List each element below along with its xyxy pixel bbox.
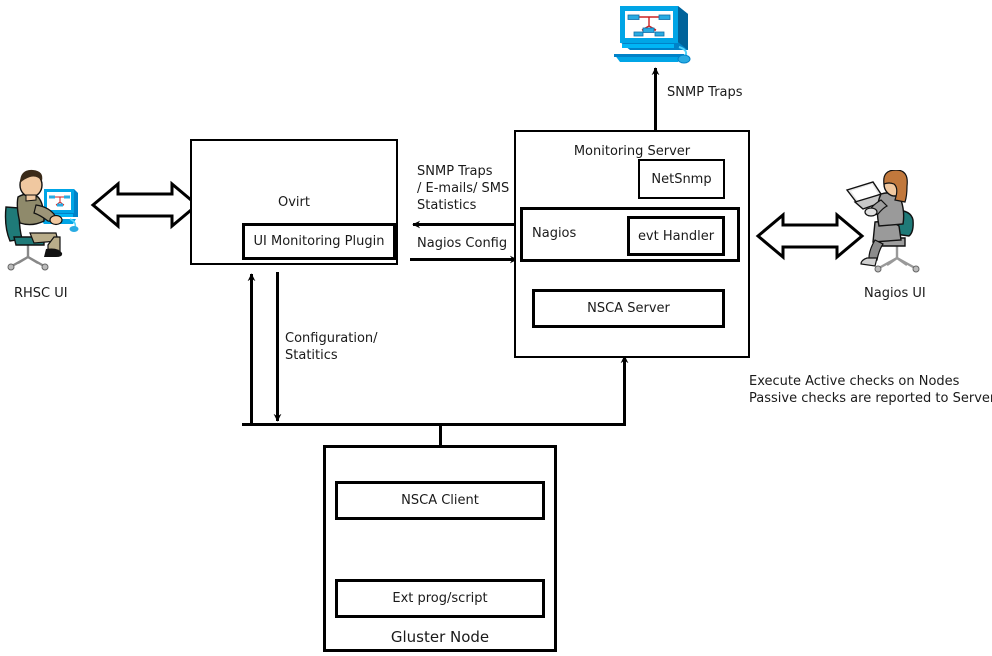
nagios-ui-actor-icon bbox=[845, 169, 929, 275]
monitoring-server-label: Monitoring Server bbox=[573, 143, 691, 159]
rhsc-ui-actor-icon bbox=[4, 167, 86, 272]
nagios-config-label: Nagios Config bbox=[417, 236, 508, 251]
ext-prog-script-label: Ext prog/script bbox=[392, 591, 488, 606]
ui-monitoring-plugin-box[interactable] bbox=[242, 223, 396, 260]
gluster-node-box[interactable] bbox=[323, 445, 557, 652]
netsnmp-label: NetSnmp bbox=[651, 171, 712, 187]
gluster-node-label: Gluster Node bbox=[390, 628, 490, 646]
nsca-server-box[interactable] bbox=[532, 289, 725, 328]
checks-note: Execute Active checks on Nodes Passive c… bbox=[749, 374, 992, 406]
nsca-client-box[interactable] bbox=[335, 481, 545, 520]
bidirectional-arrow-rhsc-ovirt bbox=[90, 180, 200, 230]
snmp-trap-monitor-icon bbox=[612, 2, 696, 68]
ovirt-label: Ovirt bbox=[278, 194, 310, 210]
evt-handler-label: evt Handler bbox=[637, 228, 715, 244]
rhsc-ui-label: RHSC UI bbox=[14, 286, 68, 301]
nsca-server-label: NSCA Server bbox=[587, 301, 670, 316]
nagios-label: Nagios bbox=[532, 226, 577, 241]
bidirectional-arrow-server-nagios-ui bbox=[755, 211, 865, 261]
ui-monitoring-plugin-label: UI Monitoring Plugin bbox=[253, 234, 385, 249]
nsca-client-label: NSCA Client bbox=[401, 493, 479, 508]
ext-prog-script-box[interactable] bbox=[335, 579, 545, 618]
snmp-traps-emails-sms-statistics-label: SNMP Traps / E-mails/ SMS Statistics bbox=[417, 164, 510, 213]
bus-line bbox=[242, 423, 626, 445]
nagios-ui-label: Nagios UI bbox=[864, 286, 926, 301]
evt-handler-box[interactable] bbox=[627, 216, 725, 256]
netsnmp-box[interactable] bbox=[638, 159, 725, 199]
configuration-statitics-label: Configuration/ Statitics bbox=[285, 331, 378, 363]
snmp-traps-top-label: SNMP Traps bbox=[667, 85, 743, 100]
